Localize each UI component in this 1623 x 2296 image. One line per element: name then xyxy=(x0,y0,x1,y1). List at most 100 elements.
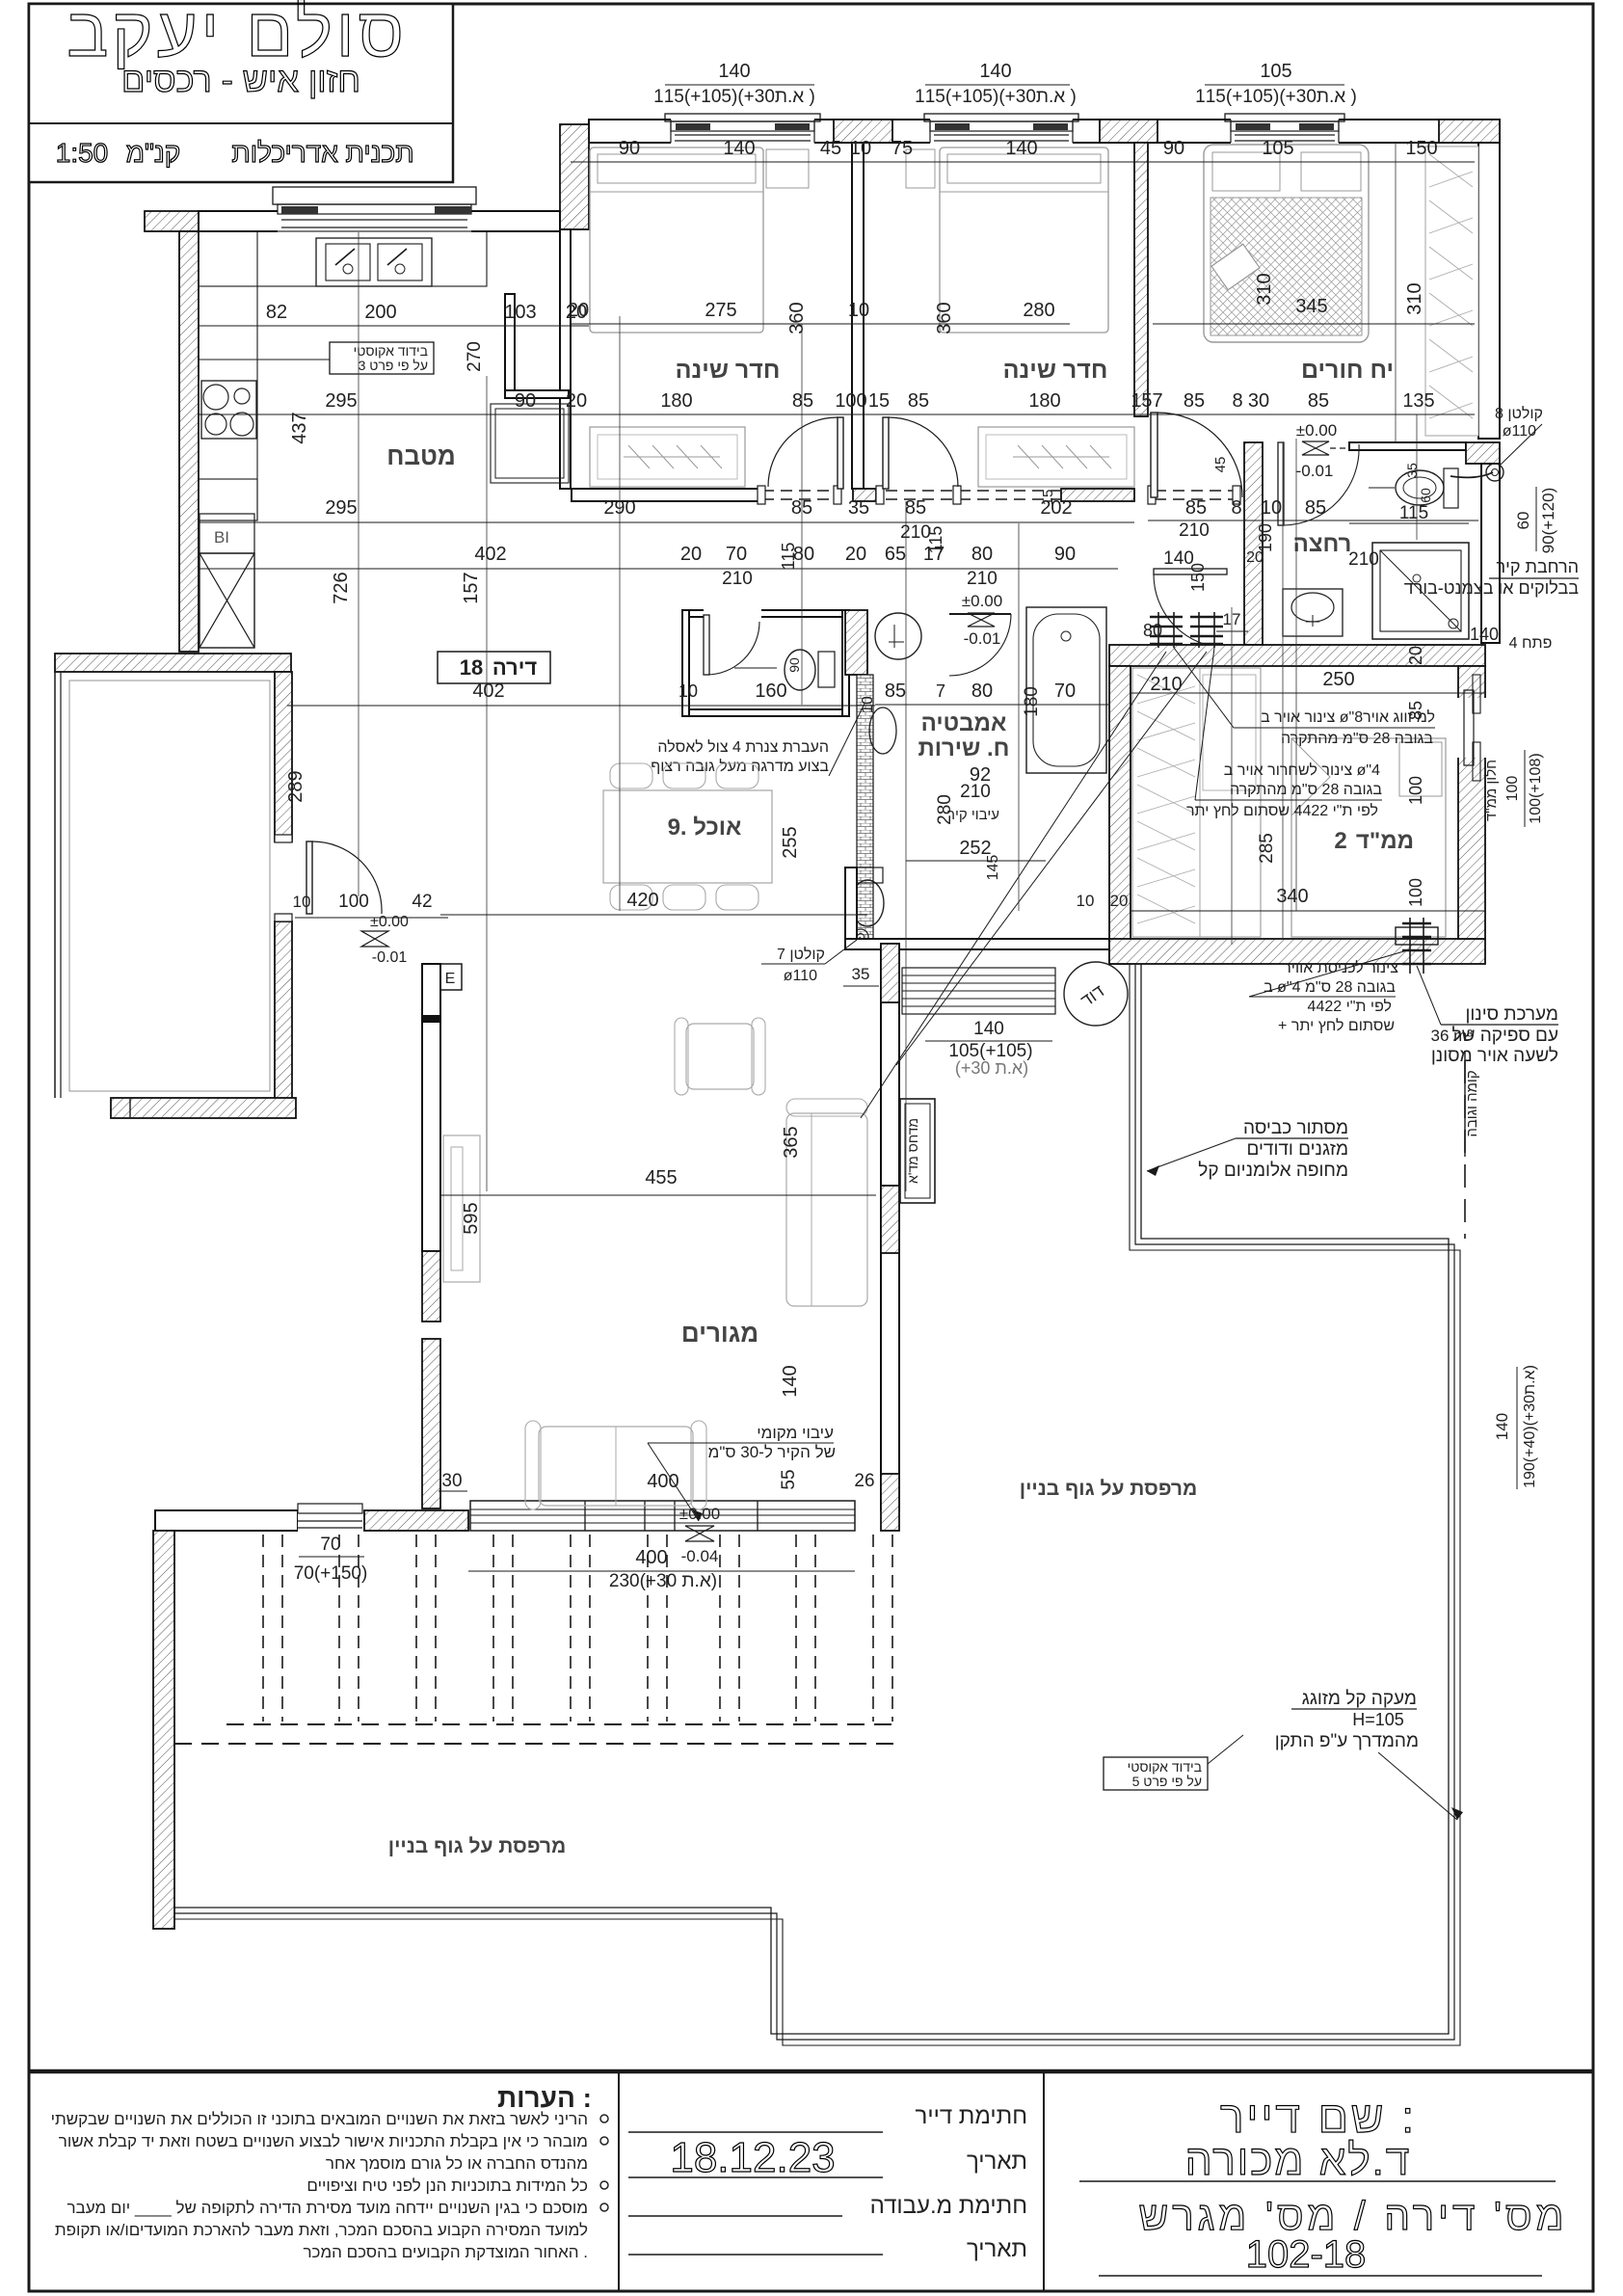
svg-text:140: 140 xyxy=(979,61,1011,82)
svg-text:מערכת סינון: מערכת סינון xyxy=(1465,1004,1558,1025)
svg-text:עם ספיקה של: עם ספיקה של xyxy=(1452,1026,1558,1046)
svg-text:230(+30 ת.א): 230(+30 ת.א) xyxy=(609,1571,717,1591)
svg-text:26: 26 xyxy=(854,1471,874,1491)
svg-text:105: 105 xyxy=(1262,138,1293,159)
svg-text:על פי פרט 5: על פי פרט 5 xyxy=(1132,1774,1202,1789)
svg-text:115(+105)(+30ת.א ): 115(+105)(+30ת.א ) xyxy=(653,87,815,107)
svg-text:2: 2 xyxy=(1334,828,1346,854)
svg-text:בגובה 28 ס"מ מהתקרה: בגובה 28 ס"מ מהתקרה xyxy=(1230,782,1382,798)
svg-text:60: 60 xyxy=(1514,512,1532,530)
svg-text:85: 85 xyxy=(885,681,906,702)
svg-text:יח חורים: יח חורים xyxy=(1301,357,1394,384)
svg-text:כל המידות בתוכניות הנן לפני טי: כל המידות בתוכניות הנן לפני טיח וציפויים xyxy=(306,2176,588,2195)
svg-text:45: 45 xyxy=(1212,457,1229,473)
svg-text:ד.לא מכורה: ד.לא מכורה xyxy=(1185,2137,1412,2184)
svg-text:מרפסת על גוף בניין: מרפסת על גוף בניין xyxy=(388,1835,567,1857)
svg-text:מעקה קל מזוגג: מעקה קל מזוגג xyxy=(1302,1689,1417,1709)
svg-text:92: 92 xyxy=(970,764,991,786)
svg-text:מחופה אלומניום קל: מחופה אלומניום קל xyxy=(1198,1161,1348,1181)
svg-text:דירה: דירה xyxy=(492,655,538,680)
svg-text:ב ø"4 בגובה 28 ס"מ: ב ø"4 בגובה 28 ס"מ xyxy=(1264,979,1396,996)
svg-text:250: 250 xyxy=(1322,669,1354,690)
svg-text:30: 30 xyxy=(1248,390,1269,412)
svg-text:10: 10 xyxy=(678,681,698,701)
svg-text:לשעה אויר מסונן: לשעה אויר מסונן xyxy=(1431,1046,1558,1066)
svg-text:80: 80 xyxy=(1143,621,1162,640)
svg-text:45: 45 xyxy=(820,138,841,159)
svg-text:160: 160 xyxy=(755,681,786,702)
svg-text:180: 180 xyxy=(660,390,692,412)
svg-text:70: 70 xyxy=(1054,681,1076,702)
svg-text:סולם יעקב: סולם יעקב xyxy=(67,0,408,71)
svg-text:85: 85 xyxy=(905,497,926,519)
svg-text:±0.00: ±0.00 xyxy=(370,914,409,930)
svg-text:על פי פרט 3: על פי פרט 3 xyxy=(359,358,428,373)
svg-text:150: 150 xyxy=(1405,138,1437,159)
svg-text:420: 420 xyxy=(626,890,658,911)
svg-text:צינור לכניסת אוויר: צינור לכניסת אוויר xyxy=(1283,959,1398,976)
svg-text:(+30 ת.א): (+30 ת.א) xyxy=(955,1058,1028,1078)
svg-text:20: 20 xyxy=(566,302,587,323)
svg-text:140: 140 xyxy=(723,138,755,159)
svg-text:210: 210 xyxy=(967,569,998,589)
svg-text:בידוד אקוסטי: בידוד אקוסטי xyxy=(354,343,428,359)
svg-text:310: 310 xyxy=(1254,273,1275,305)
svg-text:80: 80 xyxy=(971,544,993,565)
svg-text:105(+105): 105(+105) xyxy=(948,1041,1032,1061)
svg-text:402: 402 xyxy=(472,681,504,702)
svg-text:E: E xyxy=(445,971,456,987)
svg-text:157: 157 xyxy=(1131,390,1162,412)
svg-text:115: 115 xyxy=(926,526,945,554)
svg-text:35: 35 xyxy=(1404,463,1420,478)
svg-text:80: 80 xyxy=(793,544,814,565)
svg-text:8: 8 xyxy=(1232,390,1242,412)
svg-text:85: 85 xyxy=(791,497,812,519)
svg-text:ממ"ד: ממ"ד xyxy=(1356,828,1414,854)
svg-text:140: 140 xyxy=(718,61,750,82)
svg-text:295: 295 xyxy=(325,497,357,519)
svg-text:345: 345 xyxy=(1295,296,1327,317)
svg-text:90: 90 xyxy=(619,138,640,159)
svg-text:726: 726 xyxy=(331,572,352,603)
svg-text:210: 210 xyxy=(1150,674,1182,695)
svg-text:הערות :: הערות : xyxy=(497,2083,592,2113)
svg-text:20: 20 xyxy=(568,300,589,321)
svg-text:210: 210 xyxy=(722,569,753,589)
svg-text:145: 145 xyxy=(985,855,1001,881)
svg-text:290: 290 xyxy=(603,497,635,519)
svg-text:15: 15 xyxy=(868,390,890,412)
svg-text:55: 55 xyxy=(779,1469,799,1489)
svg-text:10: 10 xyxy=(850,138,871,159)
svg-text:200: 200 xyxy=(364,302,396,323)
svg-text:100: 100 xyxy=(1406,878,1425,907)
svg-text:10: 10 xyxy=(860,696,876,713)
svg-text:קולטן 8: קולטן 8 xyxy=(1495,405,1543,422)
svg-text:85: 85 xyxy=(1305,497,1326,519)
svg-text:מהנדס החברה או כל גורם מוסמך א: מהנדס החברה או כל גורם מוסמך אחר xyxy=(326,2154,588,2173)
svg-text:ח. שירות: ח. שירות xyxy=(918,735,1009,761)
svg-text:35: 35 xyxy=(852,965,870,983)
svg-text:180: 180 xyxy=(1022,686,1042,717)
svg-text:115(+105)(+30ת.א ): 115(+105)(+30ת.א ) xyxy=(1195,87,1357,107)
svg-text:70: 70 xyxy=(320,1535,340,1555)
svg-text:חלון ממ"ד: חלון ממ"ד xyxy=(1483,760,1500,821)
svg-text:275: 275 xyxy=(705,300,736,321)
svg-text:תאריך: תאריך xyxy=(967,2236,1027,2262)
svg-text:35: 35 xyxy=(848,497,869,519)
svg-text:20: 20 xyxy=(845,544,866,565)
svg-text:מוסכם כי בגין השנויים יידחה מו: מוסכם כי בגין השנויים יידחה מועד מסירת ה… xyxy=(67,2199,588,2217)
svg-text:18: 18 xyxy=(460,655,483,680)
svg-text:285: 285 xyxy=(1257,833,1277,864)
svg-text:70(+150): 70(+150) xyxy=(294,1563,368,1584)
svg-text:אמבטיה: אמבטיה xyxy=(921,710,1007,736)
svg-text:חזון איש - רכסים: חזון איש - רכסים xyxy=(121,60,360,99)
svg-text:תכנית אדריכלות: תכנית אדריכלות xyxy=(231,138,413,168)
svg-text:-0.01: -0.01 xyxy=(964,629,1001,648)
svg-text:80: 80 xyxy=(971,681,993,702)
svg-text:85: 85 xyxy=(908,390,929,412)
svg-text:±0.00: ±0.00 xyxy=(962,592,1002,610)
svg-text:ø110: ø110 xyxy=(1503,423,1536,440)
svg-text:210: 210 xyxy=(1348,549,1379,570)
svg-text:פתח 4: פתח 4 xyxy=(1509,635,1553,652)
svg-text:135: 135 xyxy=(1402,390,1434,412)
